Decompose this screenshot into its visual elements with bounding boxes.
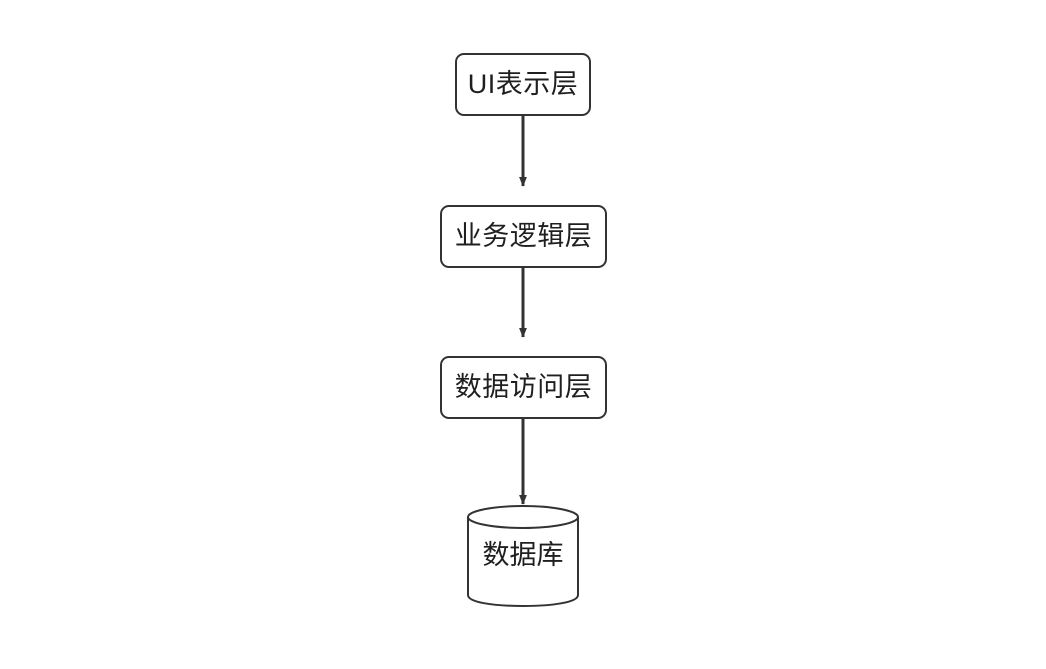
node-business-label: 业务逻辑层 [454,221,593,251]
node-database-label: 数据库 [482,540,564,570]
database-cylinder-shape [466,504,580,608]
node-business-logic-layer[interactable]: 业务逻辑层 [440,205,607,268]
node-dataaccess-label: 数据访问层 [454,372,593,402]
node-ui-label: UI表示层 [467,69,579,99]
node-database-cylinder[interactable]: 数据库 [466,504,580,608]
node-data-access-layer[interactable]: 数据访问层 [440,356,607,419]
node-ui-presentation-layer[interactable]: UI表示层 [455,53,591,116]
